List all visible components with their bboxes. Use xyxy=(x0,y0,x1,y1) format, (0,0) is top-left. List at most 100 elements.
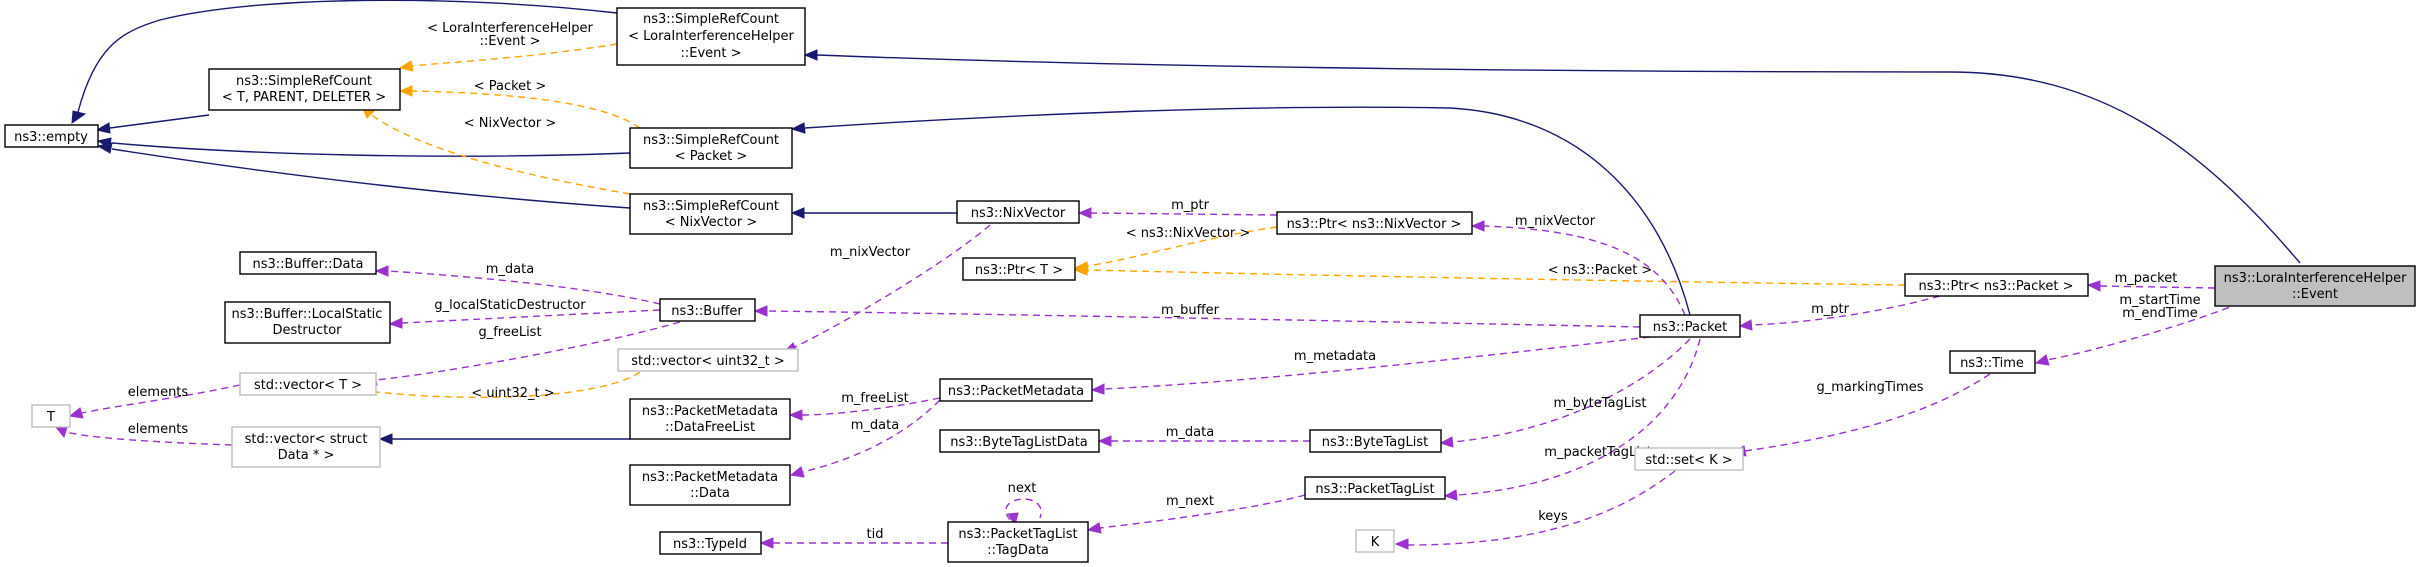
svg-text:ns3::ByteTagListData: ns3::ByteTagListData xyxy=(950,435,1088,450)
node-packetmetadata[interactable]: ns3::PacketMetadata xyxy=(939,378,1093,402)
edge-src-lie-to-src-t: < LoraInterferenceHelper ::Event > xyxy=(398,21,618,72)
svg-text:ns3::Ptr< T >: ns3::Ptr< T > xyxy=(975,263,1063,278)
label-elements-1: elements xyxy=(128,385,189,400)
node-simplerefcount-t[interactable]: ns3::SimpleRefCount < T, PARENT, DELETER… xyxy=(208,68,401,111)
edge-src-nix-to-empty xyxy=(96,142,631,209)
edge-ptl-to-td: m_next xyxy=(1086,494,1306,534)
edge-src-t-to-empty xyxy=(95,114,210,134)
svg-text:ns3::PacketTagList: ns3::PacketTagList xyxy=(958,527,1077,542)
svg-text:ns3::Buffer::Data: ns3::Buffer::Data xyxy=(252,257,363,272)
edge-lie-to-time: m_startTime m_endTime xyxy=(2034,293,2241,366)
svg-text:ns3::PacketMetadata: ns3::PacketMetadata xyxy=(642,470,778,485)
svg-text:ns3::ByteTagList: ns3::ByteTagList xyxy=(1322,435,1428,450)
edge-buffer-to-buffer-lsd: g_localStaticDestructor xyxy=(388,298,661,329)
edge-vec-struct-to-T: elements xyxy=(53,422,233,446)
svg-text:::TagData: ::TagData xyxy=(987,543,1049,558)
svg-text:::Event: ::Event xyxy=(2292,287,2338,302)
node-packettaglist[interactable]: ns3::PacketTagList xyxy=(1304,476,1446,500)
svg-text:::DataFreeList: ::DataFreeList xyxy=(665,420,755,435)
label-nixvector: < NixVector > xyxy=(464,116,557,131)
node-nixvector[interactable]: ns3::NixVector xyxy=(956,200,1080,224)
label-m-bytetaglist: m_byteTagList xyxy=(1554,396,1647,411)
label-m-next: m_next xyxy=(1166,494,1214,509)
node-ptr-t[interactable]: ns3::Ptr< T > xyxy=(962,257,1076,281)
svg-text:ns3::Ptr< ns3::NixVector >: ns3::Ptr< ns3::NixVector > xyxy=(1287,217,1462,232)
svg-text:::Event >: ::Event > xyxy=(680,46,741,61)
svg-text:ns3::Buffer: ns3::Buffer xyxy=(671,304,743,319)
node-set-k[interactable]: std::set< K > xyxy=(1634,447,1744,471)
edge-src-packet-to-empty xyxy=(96,137,631,157)
node-buffer-data[interactable]: ns3::Buffer::Data xyxy=(239,251,377,275)
node-ptr-nixvector[interactable]: ns3::Ptr< ns3::NixVector > xyxy=(1276,211,1473,235)
node-lorainterferencehelper-event[interactable]: ns3::LoraInterferenceHelper ::Event xyxy=(2214,265,2416,307)
svg-text:ns3::Time: ns3::Time xyxy=(1960,356,2024,371)
edge-set-to-K: keys xyxy=(1394,470,1676,550)
node-simplerefcount-lie-event[interactable]: ns3::SimpleRefCount < LoraInterferenceHe… xyxy=(616,7,806,66)
label-g-markingtimes: g_markingTimes xyxy=(1817,380,1924,395)
edge-ptr-nix-to-ptr-t: < ns3::NixVector > xyxy=(1073,226,1278,273)
edge-packet-to-src-packet xyxy=(790,106,1691,316)
node-packettaglist-tagdata[interactable]: ns3::PacketTagList ::TagData xyxy=(947,521,1089,563)
label-lie-helper-2: ::Event > xyxy=(479,34,540,49)
label-ns3-nixvector: < ns3::NixVector > xyxy=(1126,226,1251,241)
svg-text:ns3::TypeId: ns3::TypeId xyxy=(673,537,747,552)
edge-packet-to-ptr-nix: m_nixVector xyxy=(1470,214,1686,316)
node-vector-uint32[interactable]: std::vector< uint32_t > xyxy=(617,348,799,372)
edge-btl-to-btld: m_data xyxy=(1097,425,1310,447)
label-packet: < Packet > xyxy=(474,79,547,94)
node-ns3-empty[interactable]: ns3::empty xyxy=(4,124,99,148)
label-m-ptr-nix: m_ptr xyxy=(1171,198,1210,213)
svg-text:ns3::SimpleRefCount: ns3::SimpleRefCount xyxy=(643,12,779,27)
edge-packet-to-pm: m_metadata xyxy=(1090,336,1651,395)
label-m-packettaglist: m_packetTagList xyxy=(1544,445,1651,460)
label-m-packet: m_packet xyxy=(2115,271,2178,286)
svg-text:ns3::Ptr< ns3::Packet >: ns3::Ptr< ns3::Packet > xyxy=(1919,279,2074,294)
node-packetmetadata-datafreelist[interactable]: ns3::PacketMetadata ::DataFreeList xyxy=(629,398,791,440)
svg-text:< T, PARENT, DELETER >: < T, PARENT, DELETER > xyxy=(222,90,386,105)
label-m-nixvector-vec: m_nixVector xyxy=(830,245,911,260)
edge-packet-to-ptl: m_packetTagList xyxy=(1443,338,1701,501)
svg-text:ns3::PacketMetadata: ns3::PacketMetadata xyxy=(642,404,778,419)
svg-text:std::set< K >: std::set< K > xyxy=(1645,453,1732,468)
node-bytetaglistdata[interactable]: ns3::ByteTagListData xyxy=(939,429,1100,453)
node-typeid[interactable]: ns3::TypeId xyxy=(659,531,762,555)
svg-text:ns3::Packet: ns3::Packet xyxy=(1653,320,1728,335)
label-keys: keys xyxy=(1538,509,1568,524)
node-K[interactable]: K xyxy=(1355,529,1395,553)
node-packetmetadata-data[interactable]: ns3::PacketMetadata ::Data xyxy=(629,464,791,506)
svg-text:ns3::Buffer::LocalStatic: ns3::Buffer::LocalStatic xyxy=(232,307,383,322)
svg-text:Data * >: Data * > xyxy=(278,448,335,463)
node-buffer-localstaticdestructor[interactable]: ns3::Buffer::LocalStatic Destructor xyxy=(224,301,391,344)
svg-text:ns3::NixVector: ns3::NixVector xyxy=(971,206,1066,221)
label-m-data-buffer: m_data xyxy=(486,262,534,277)
svg-text:Destructor: Destructor xyxy=(272,323,342,338)
node-T[interactable]: T xyxy=(31,404,71,428)
node-vector-t[interactable]: std::vector< T > xyxy=(239,372,377,396)
node-ptr-packet[interactable]: ns3::Ptr< ns3::Packet > xyxy=(1904,273,2089,297)
edge-ptr-nix-to-nixvector: m_ptr xyxy=(1077,198,1278,219)
edge-src-nix-to-src-t: < NixVector > xyxy=(361,105,631,195)
edge-src-packet-to-src-t: < Packet > xyxy=(398,79,641,129)
node-buffer[interactable]: ns3::Buffer xyxy=(659,298,756,322)
svg-text:< LoraInterferenceHelper: < LoraInterferenceHelper xyxy=(628,29,794,44)
edge-set-to-time: g_markingTimes xyxy=(1731,373,1991,457)
label-next: next xyxy=(1008,481,1037,496)
node-vector-struct-data[interactable]: std::vector< struct Data * > xyxy=(231,426,381,468)
node-simplerefcount-nixvector[interactable]: ns3::SimpleRefCount < NixVector > xyxy=(629,193,793,235)
edge-ptr-packet-to-packet: m_ptr xyxy=(1738,295,1941,331)
node-simplerefcount-packet[interactable]: ns3::SimpleRefCount < Packet > xyxy=(629,127,793,169)
label-g-lsd: g_localStaticDestructor xyxy=(434,298,586,313)
edge-packet-to-btl: m_byteTagList xyxy=(1439,338,1691,448)
node-time[interactable]: ns3::Time xyxy=(1949,350,2036,374)
node-bytetaglist[interactable]: ns3::ByteTagList xyxy=(1309,429,1442,453)
label-m-ptr-packet: m_ptr xyxy=(1811,302,1850,317)
edge-pm-to-pm-dfl: m_freeList xyxy=(788,391,941,421)
label-lie-helper-1: < LoraInterferenceHelper xyxy=(427,21,593,36)
svg-text:ns3::empty: ns3::empty xyxy=(14,130,88,145)
svg-text:ns3::SimpleRefCount: ns3::SimpleRefCount xyxy=(236,74,372,89)
label-m-data-pm: m_data xyxy=(851,418,899,433)
edge-td-self: next xyxy=(1005,481,1042,527)
edge-buffer-to-buffer-data: m_data xyxy=(374,262,661,305)
svg-text:K: K xyxy=(1371,535,1380,550)
node-packet[interactable]: ns3::Packet xyxy=(1639,314,1741,338)
